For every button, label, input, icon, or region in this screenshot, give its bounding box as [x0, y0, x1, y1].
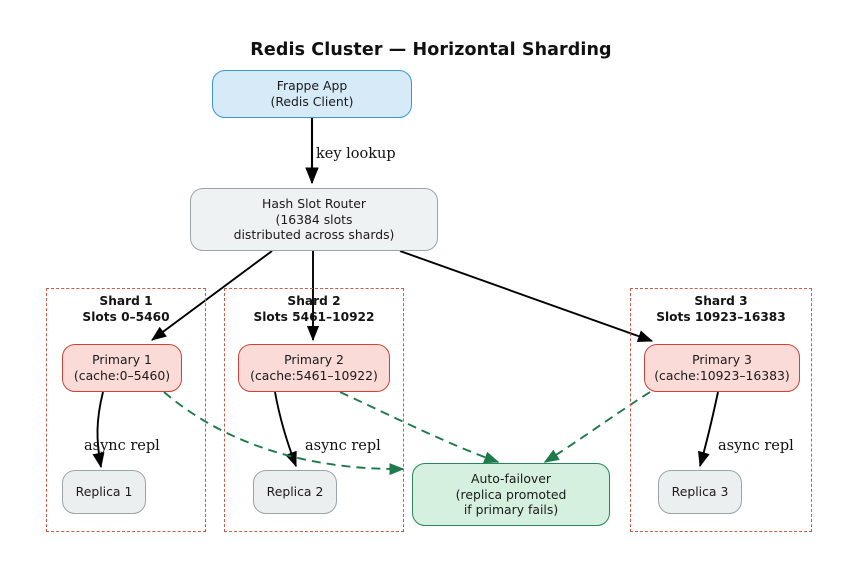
shard-3-label: Shard 3 Slots 10923–16383 — [630, 294, 812, 326]
shard-1-label: Shard 1 Slots 0–5460 — [46, 294, 206, 326]
node-frappe-app[interactable]: Frappe App (Redis Client) — [212, 70, 412, 118]
edge-router-to-primary3 — [399, 250, 654, 342]
edge-primary1-to-replica1 — [92, 391, 105, 469]
router-line2: (16384 slots — [275, 211, 353, 227]
node-replica-2[interactable]: Replica 2 — [253, 470, 337, 514]
edge-router-to-primary1 — [151, 250, 273, 341]
failover-line3: if primary fails) — [463, 502, 559, 518]
failover-line1: Auto-failover — [471, 470, 551, 486]
shard-box-1 — [46, 288, 206, 532]
primary-1-line1: Primary 1 — [92, 352, 152, 368]
page-title: Redis Cluster — Horizontal Sharding — [250, 40, 612, 60]
primary-3-line1: Primary 3 — [692, 352, 752, 368]
shard-2-slots: Slots 5461–10922 — [253, 309, 375, 324]
replica-3-label: Replica 3 — [671, 484, 729, 500]
node-primary-1[interactable]: Primary 1 (cache:0–5460) — [62, 344, 182, 392]
router-line3: distributed across shards) — [233, 227, 395, 243]
primary-2-line1: Primary 2 — [284, 352, 344, 368]
frappe-app-line2: (Redis Client) — [270, 94, 354, 109]
node-hash-slot-router[interactable]: Hash Slot Router (16384 slots distribute… — [190, 188, 438, 251]
edge-primary3-to-failover — [543, 391, 651, 463]
node-primary-2[interactable]: Primary 2 (cache:5461–10922) — [238, 344, 390, 392]
replica-2-label: Replica 2 — [266, 484, 324, 500]
primary-2-line2: (cache:5461–10922) — [250, 368, 378, 383]
primary-1-line2: (cache:0–5460) — [73, 368, 171, 383]
failover-line2: (replica promoted — [455, 486, 567, 502]
shard-box-2 — [224, 288, 404, 532]
node-auto-failover[interactable]: Auto-failover (replica promoted if prima… — [412, 463, 610, 526]
shard-2-name: Shard 2 — [287, 294, 341, 308]
shard-1-slots: Slots 0–5460 — [82, 309, 170, 324]
edge-primary2-to-replica2 — [274, 391, 297, 468]
shard-box-3 — [630, 288, 812, 532]
edge-primary1-to-failover — [163, 391, 405, 476]
node-replica-3[interactable]: Replica 3 — [658, 470, 742, 514]
shard-2-label: Shard 2 Slots 5461–10922 — [224, 294, 404, 326]
shard-3-slots: Slots 10923–16383 — [656, 309, 786, 324]
edge-label-async-repl-2: async repl — [305, 438, 381, 454]
edge-primary2-to-failover — [339, 391, 500, 464]
shard-1-name: Shard 1 — [99, 294, 153, 308]
edge-label-key-lookup: key lookup — [316, 146, 396, 162]
router-line1: Hash Slot Router — [262, 195, 366, 211]
edge-label-async-repl-1: async repl — [84, 438, 160, 454]
edge-label-async-repl-3: async repl — [718, 438, 794, 454]
node-primary-3[interactable]: Primary 3 (cache:10923–16383) — [644, 344, 800, 392]
replica-1-label: Replica 1 — [75, 484, 133, 500]
frappe-app-line1: Frappe App — [276, 78, 348, 94]
shard-3-name: Shard 3 — [694, 294, 748, 308]
primary-3-line2: (cache:10923–16383) — [654, 368, 790, 383]
node-replica-1[interactable]: Replica 1 — [62, 470, 146, 514]
edge-primary3-to-replica3 — [698, 391, 719, 468]
